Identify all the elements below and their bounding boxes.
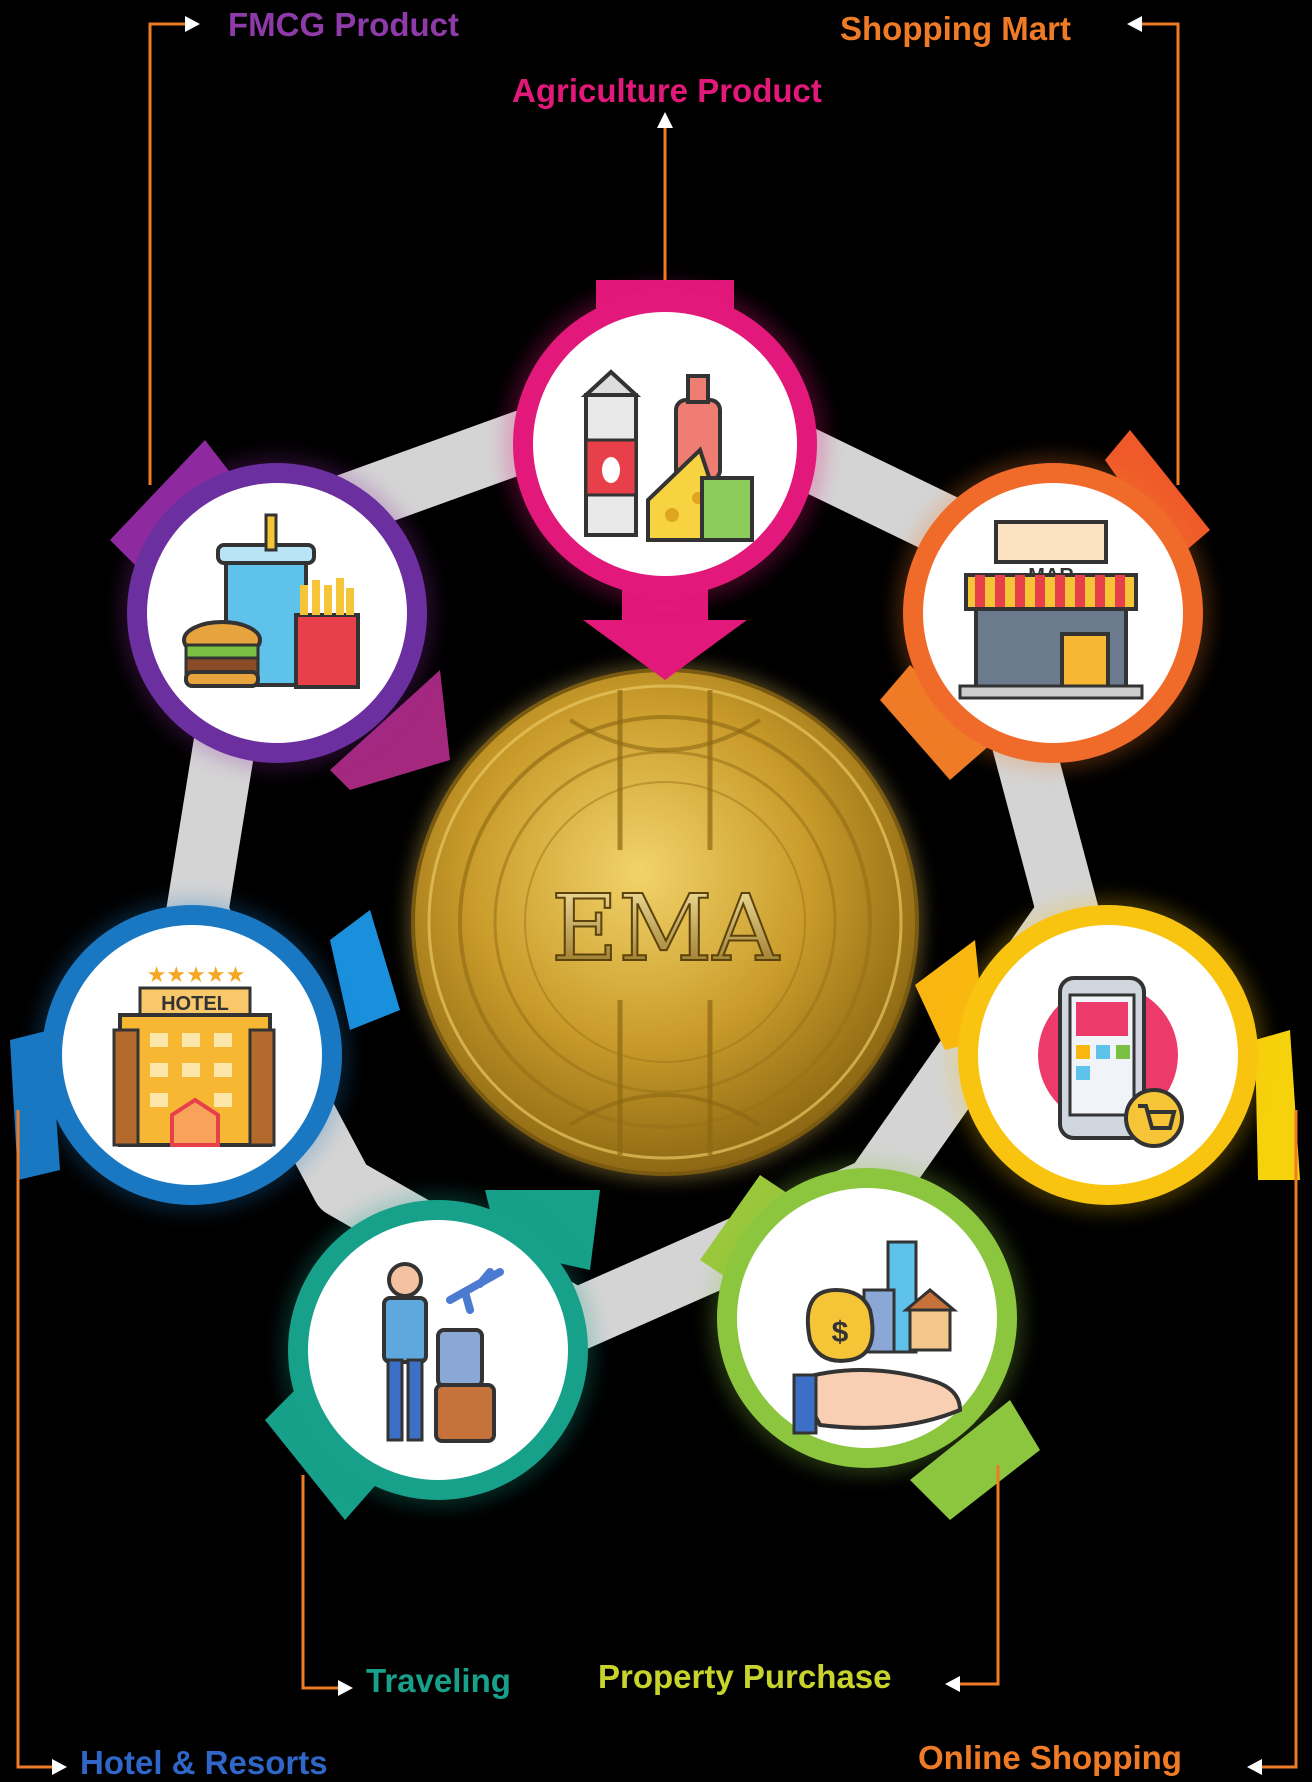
label-fmcg-product: FMCG Product <box>228 6 459 43</box>
mobile-shopping-icon <box>1038 976 1184 1148</box>
leader-property <box>960 1465 1000 1686</box>
leader-shopping <box>1140 22 1180 485</box>
hotel-sign: HOTEL <box>161 993 229 1015</box>
label-online-shopping: Online Shopping <box>918 1739 1182 1776</box>
arrow-shopping <box>1127 16 1142 32</box>
dairy-products-icon <box>580 369 754 542</box>
node-property-purchase: $ <box>700 1160 1040 1520</box>
leader-hotel <box>16 1110 52 1769</box>
arrow-property <box>945 1676 960 1692</box>
fast-food-icon <box>182 513 360 689</box>
arrow-agriculture <box>657 112 673 128</box>
node-shopping-mart: MAR <box>880 430 1211 780</box>
arrow-fmcg <box>185 16 200 32</box>
node-traveling <box>265 1190 600 1520</box>
arrow-online <box>1247 1759 1262 1775</box>
label-traveling: Traveling <box>366 1662 511 1699</box>
property-investment-icon: $ <box>792 1240 963 1435</box>
node-agriculture <box>503 280 827 680</box>
label-agriculture-product: Agriculture Product <box>512 72 822 109</box>
traveler-icon <box>382 1262 504 1443</box>
leader-lines <box>16 22 1298 1769</box>
hotel-stars: ★★★★★ <box>147 963 246 988</box>
label-property-purchase: Property Purchase <box>598 1658 892 1695</box>
arrow-hotel <box>52 1759 67 1775</box>
market-store-icon: MAR <box>958 520 1144 700</box>
label-shopping-mart: Shopping Mart <box>840 10 1071 47</box>
leader-traveling <box>301 1475 338 1690</box>
node-online-shopping <box>915 897 1300 1213</box>
leader-online <box>1262 1110 1298 1769</box>
ema-coin: EMA <box>407 664 923 1180</box>
leader-fmcg <box>148 22 185 485</box>
label-hotel-resorts: Hotel & Resorts <box>80 1744 328 1781</box>
node-hotel-resorts: ★★★★★ HOTEL <box>10 897 400 1213</box>
hotel-icon: ★★★★★ HOTEL <box>112 963 276 1147</box>
arrow-traveling <box>338 1680 353 1696</box>
coin-text: EMA <box>551 875 780 982</box>
dollar-sign: $ <box>832 1316 849 1349</box>
node-fmcg <box>110 440 450 790</box>
leader-arrowheads <box>52 16 1262 1775</box>
